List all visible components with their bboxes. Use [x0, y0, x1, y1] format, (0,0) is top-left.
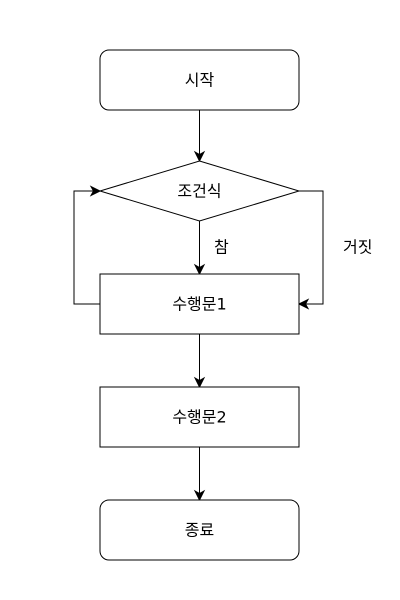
condition-node-label: 조건식 — [177, 182, 221, 201]
end-node-label: 종료 — [185, 521, 214, 540]
arrowhead-icon — [89, 185, 102, 197]
arrowhead-icon — [193, 489, 206, 502]
arrowhead-icon — [193, 376, 206, 389]
statement2-node-shape — [99, 386, 300, 448]
condition-node: 조건식 — [98, 160, 301, 222]
start-node: 시작 — [99, 49, 300, 111]
edge-condition-true: 참 — [193, 221, 229, 276]
statement2-node: 수행문2 — [99, 386, 300, 448]
edge-statement1-to-statement2 — [193, 334, 206, 389]
arrowhead-icon — [193, 263, 206, 276]
start-node-label: 시작 — [185, 71, 215, 90]
false-edge-label: 거짓 — [343, 238, 372, 257]
statement1-node-shape — [99, 273, 300, 335]
statement2-node-label: 수행문2 — [172, 408, 226, 427]
arrowhead-icon — [297, 298, 310, 310]
true-edge-label: 참 — [214, 238, 229, 257]
edge-statement2-to-end — [193, 447, 206, 502]
end-node-shape — [99, 499, 300, 561]
statement1-node-label: 수행문1 — [172, 295, 226, 314]
edge-loop-back — [73, 185, 102, 305]
edge-start-to-condition — [193, 110, 206, 163]
end-node: 종료 — [99, 499, 300, 561]
arrowhead-icon — [193, 150, 206, 163]
statement1-node: 수행문1 — [99, 273, 300, 335]
edge-condition-false: 거짓 — [297, 190, 372, 310]
